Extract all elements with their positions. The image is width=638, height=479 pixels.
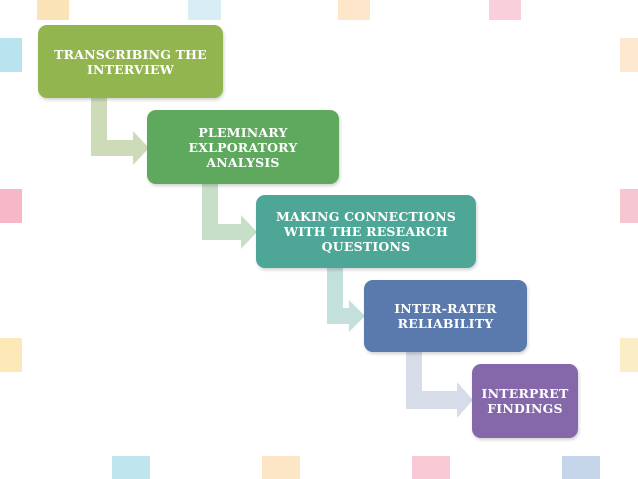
decor-square [112, 456, 150, 479]
decor-square [338, 0, 370, 20]
decor-square [620, 338, 638, 372]
decor-square [0, 338, 22, 372]
decor-square [620, 189, 638, 223]
decor-square [37, 0, 69, 20]
connector-arrow-4 [406, 352, 473, 418]
step-inter-rater-reliability: INTER-RATER RELIABILITY [364, 280, 527, 352]
decor-square [562, 456, 600, 479]
step-transcribing-interview: TRANSCRIBING THE INTERVIEW [38, 25, 223, 98]
decor-square [412, 456, 450, 479]
decor-square [262, 456, 300, 479]
decor-square [0, 189, 22, 223]
connector-arrow-1 [91, 98, 149, 165]
decor-square [0, 38, 22, 72]
step-label: PLEMINARY EXLPORATORY ANALYSIS [188, 124, 298, 170]
decor-square [620, 38, 638, 72]
step-label: INTER-RATER RELIABILITY [394, 301, 497, 331]
step-label: INTERPRET FINDINGS [481, 386, 569, 416]
decor-square [188, 0, 221, 20]
step-making-connections: MAKING CONNECTIONS WITH THE RESEARCH QUE… [256, 195, 476, 268]
step-preliminary-analysis: PLEMINARY EXLPORATORY ANALYSIS [147, 110, 339, 184]
step-label: MAKING CONNECTIONS WITH THE RESEARCH QUE… [276, 209, 456, 254]
step-label: TRANSCRIBING THE INTERVIEW [54, 46, 207, 77]
connector-arrow-3 [327, 268, 365, 332]
step-interpret-findings: INTERPRET FINDINGS [472, 364, 578, 438]
decor-square [489, 0, 521, 20]
connector-arrow-2 [202, 184, 257, 249]
